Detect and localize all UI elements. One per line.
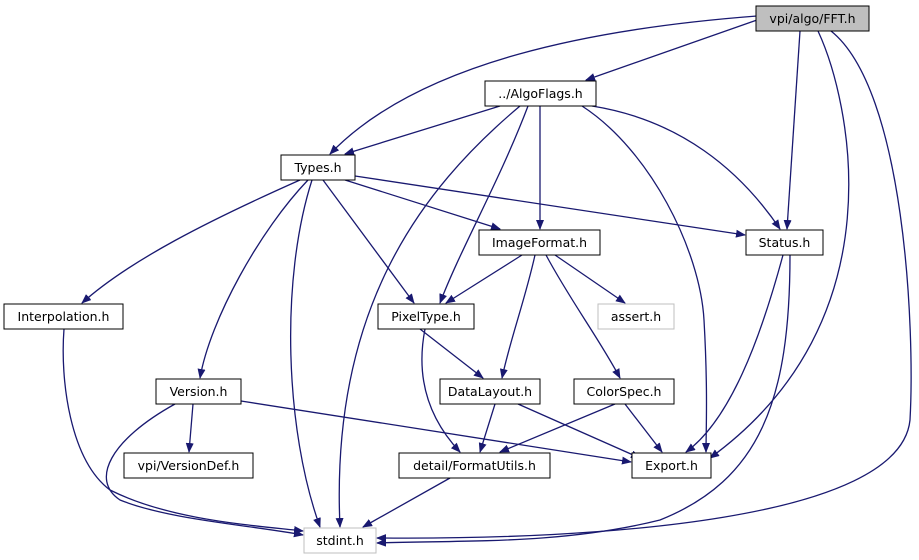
node-label: ../AlgoFlags.h — [498, 86, 582, 101]
edge-fft-to-export — [709, 30, 850, 459]
node-label: vpi/VersionDef.h — [138, 458, 240, 473]
edge-algoflags-to-stdint — [335, 105, 521, 528]
node-label: Export.h — [645, 458, 698, 473]
edge-status-to-stdint — [376, 254, 791, 547]
edge-fft-to-algoflags — [585, 19, 758, 81]
edge-imageformat-to-datalayout — [499, 254, 536, 379]
node-label: PixelType.h — [391, 309, 461, 324]
edge-fft-to-stdint — [376, 30, 912, 543]
edge-algoflags-to-export — [581, 105, 711, 453]
edge-fft-to-status — [783, 30, 801, 230]
edge-algoflags-to-types — [344, 105, 501, 156]
edge-types-to-stdint — [290, 179, 321, 528]
node-box — [745, 229, 824, 256]
node-formatutils[interactable]: detail/FormatUtils.h — [398, 452, 551, 479]
edge-fft-to-types — [329, 15, 758, 155]
node-fft[interactable]: vpi/algo/FFT.h — [755, 5, 870, 32]
edge-version-to-versiondef — [185, 403, 194, 453]
edge-pixeltype-to-formatutils — [421, 328, 461, 453]
node-pixeltype[interactable]: PixelType.h — [377, 303, 475, 330]
node-box — [597, 303, 675, 330]
node-export[interactable]: Export.h — [631, 452, 712, 479]
node-box — [478, 229, 601, 256]
node-algoflags[interactable]: ../AlgoFlags.h — [484, 80, 597, 107]
node-label: ColorSpec.h — [587, 384, 662, 399]
node-label: vpi/algo/FFT.h — [769, 11, 855, 26]
edge-imageformat-to-assert — [554, 254, 626, 304]
edge-types-to-interpolation — [81, 179, 301, 304]
node-label: Version.h — [170, 384, 228, 399]
node-box — [303, 527, 377, 554]
edge-types-to-imageformat — [344, 179, 501, 231]
node-label: ImageFormat.h — [492, 235, 587, 250]
node-box — [439, 378, 541, 405]
edge-types-to-version — [197, 179, 309, 379]
node-box — [755, 5, 870, 32]
node-label: Interpolation.h — [18, 309, 110, 324]
node-imageformat[interactable]: ImageFormat.h — [478, 229, 601, 256]
node-label: stdint.h — [316, 533, 364, 548]
node-interpolation[interactable]: Interpolation.h — [3, 303, 124, 330]
node-datalayout[interactable]: DataLayout.h — [439, 378, 541, 405]
node-label: Types.h — [293, 160, 341, 175]
edge-imageformat-to-colorspec — [545, 254, 621, 379]
node-box — [155, 378, 242, 405]
edge-status-to-export — [685, 254, 784, 453]
node-box — [631, 452, 712, 479]
nodes-layer: vpi/algo/FFT.h ../AlgoFlags.hTypes.hImage… — [3, 5, 870, 554]
edge-imageformat-to-pixeltype — [445, 254, 523, 304]
node-box — [398, 452, 551, 479]
node-label: detail/FormatUtils.h — [413, 458, 536, 473]
node-box — [3, 303, 124, 330]
node-colorspec[interactable]: ColorSpec.h — [573, 378, 675, 405]
edge-types-to-status — [354, 175, 746, 238]
node-box — [484, 80, 597, 107]
edge-types-to-pixeltype — [322, 179, 415, 304]
edge-formatutils-to-stdint — [362, 477, 451, 528]
node-version[interactable]: Version.h — [155, 378, 242, 405]
edge-datalayout-to-formatutils — [478, 403, 496, 453]
node-assert[interactable]: assert.h — [597, 303, 675, 330]
edge-algoflags-to-pixeltype — [439, 105, 529, 304]
edge-colorspec-to-export — [624, 403, 663, 453]
node-versiondef[interactable]: vpi/VersionDef.h — [123, 452, 254, 479]
edges-layer — [62, 15, 912, 547]
node-box — [280, 154, 356, 181]
edge-colorspec-to-formatutils — [499, 403, 616, 453]
node-label: Status.h — [759, 235, 811, 250]
node-stdint[interactable]: stdint.h — [303, 527, 377, 554]
edge-datalayout-to-export — [517, 403, 641, 459]
node-types[interactable]: Types.h — [280, 154, 356, 181]
edge-version-to-stdint — [105, 403, 304, 538]
node-label: assert.h — [611, 309, 661, 324]
node-label: DataLayout.h — [448, 384, 532, 399]
node-box — [573, 378, 675, 405]
node-box — [123, 452, 254, 479]
node-status[interactable]: Status.h — [745, 229, 824, 256]
edge-algoflags-to-status — [591, 105, 781, 230]
node-box — [377, 303, 475, 330]
edge-pixeltype-to-datalayout — [419, 328, 484, 379]
edge-version-to-export — [240, 400, 632, 465]
edge-interpolation-to-stdint — [62, 328, 304, 534]
